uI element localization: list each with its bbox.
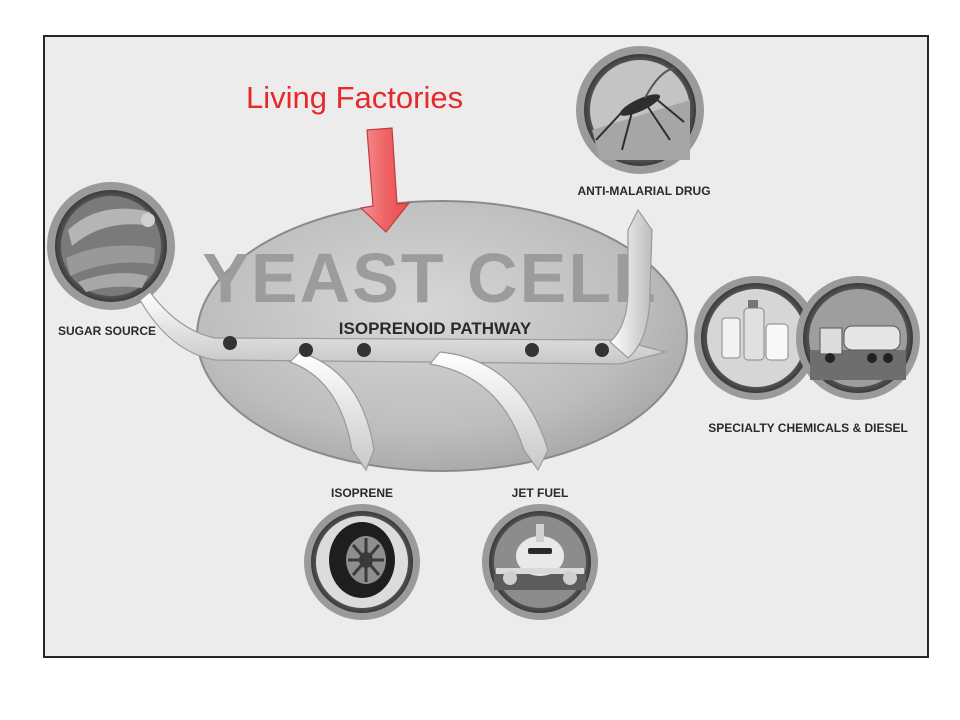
pathway-dots <box>223 336 609 357</box>
tire-icon <box>304 504 420 620</box>
flow-ribbon-jetfuel <box>428 351 549 472</box>
pathway-dot <box>357 343 371 357</box>
jet-fuel-label: JET FUEL <box>512 486 569 500</box>
isoprene-label: ISOPRENE <box>331 486 393 500</box>
flow-ribbon-isoprene <box>288 351 375 472</box>
pathway-dot <box>223 336 237 350</box>
tanker-truck-icon <box>796 276 920 400</box>
airplane-icon <box>482 504 598 620</box>
antimalarial-drug-label: ANTI-MALARIAL DRUG <box>577 184 710 198</box>
sugar-cane-icon <box>47 182 175 310</box>
down-arrow-icon <box>359 127 411 233</box>
cell-title: YEAST CELL <box>202 239 658 317</box>
pathway-dot <box>299 343 313 357</box>
headline: Living Factories <box>246 80 464 115</box>
pathway-dot <box>595 343 609 357</box>
specialty-chemicals-label: SPECIALTY CHEMICALS & DIESEL <box>708 421 908 435</box>
pathway-dot <box>525 343 539 357</box>
sugar-source-label: SUGAR SOURCE <box>58 324 156 338</box>
flow-ribbon-antimalarial <box>609 208 653 359</box>
pathway-label: ISOPRENOID PATHWAY <box>339 319 532 338</box>
mosquito-icon <box>576 46 704 174</box>
chemical-bottles-icon <box>694 276 818 400</box>
